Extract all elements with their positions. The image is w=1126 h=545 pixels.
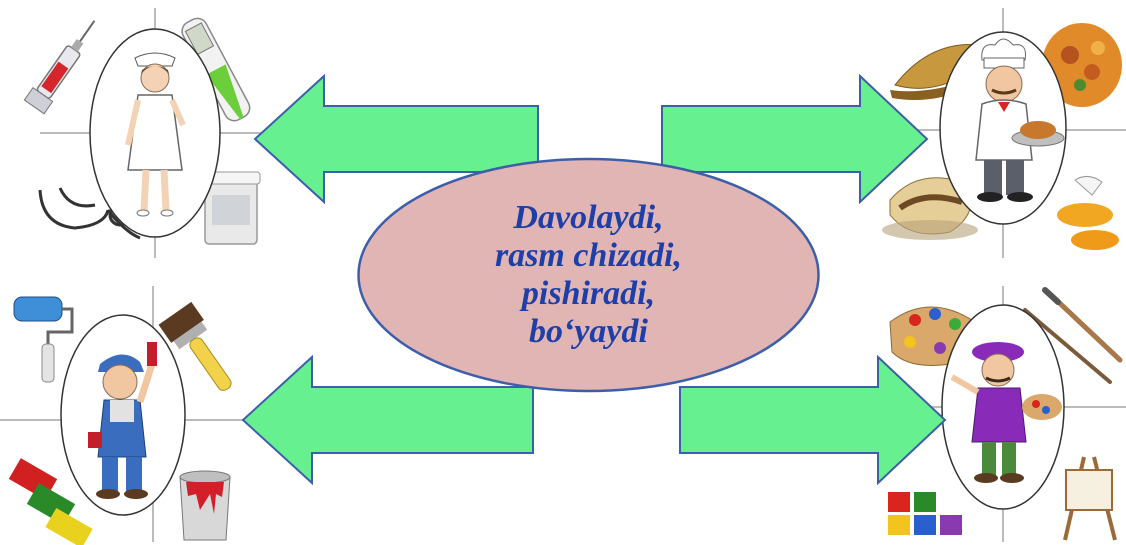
paintbrush-icon <box>158 301 232 391</box>
eggs-icon <box>1057 176 1119 250</box>
chef-panel <box>870 0 1126 262</box>
artist-panel <box>870 282 1126 545</box>
paint-jars-icon <box>888 492 962 535</box>
chef-figure <box>975 38 1065 202</box>
painter-figure <box>88 342 157 499</box>
pasta-icon <box>1042 23 1122 107</box>
paint-roller-icon <box>13 296 74 383</box>
paint-bucket-icon <box>179 470 231 541</box>
brushes-icon <box>1023 287 1123 384</box>
artist-figure <box>950 342 1062 483</box>
nurse-figure <box>125 52 186 217</box>
center-text: Davolaydi, rasm chizadi, pishiradi, bo‘y… <box>356 156 821 394</box>
center-line-2: rasm chizadi, <box>494 237 683 274</box>
sandwich-icon <box>882 177 978 240</box>
arrow-left-bottom <box>240 355 535 485</box>
easel-icon <box>1063 456 1117 541</box>
center-line-3: pishiradi, <box>521 275 656 312</box>
center-ellipse: Davolaydi, rasm chizadi, pishiradi, bo‘y… <box>356 156 821 394</box>
nurse-panel <box>0 0 270 262</box>
medicine-jar-icon <box>201 171 261 245</box>
center-line-1: Davolaydi, <box>513 199 664 236</box>
center-line-4: bo‘yaydi <box>529 313 648 350</box>
paint-cans-icon <box>8 458 93 545</box>
painter-panel <box>0 282 270 545</box>
arrow-right-bottom <box>678 355 948 485</box>
thermometer-icon <box>181 17 251 122</box>
syringe-icon <box>23 20 96 115</box>
